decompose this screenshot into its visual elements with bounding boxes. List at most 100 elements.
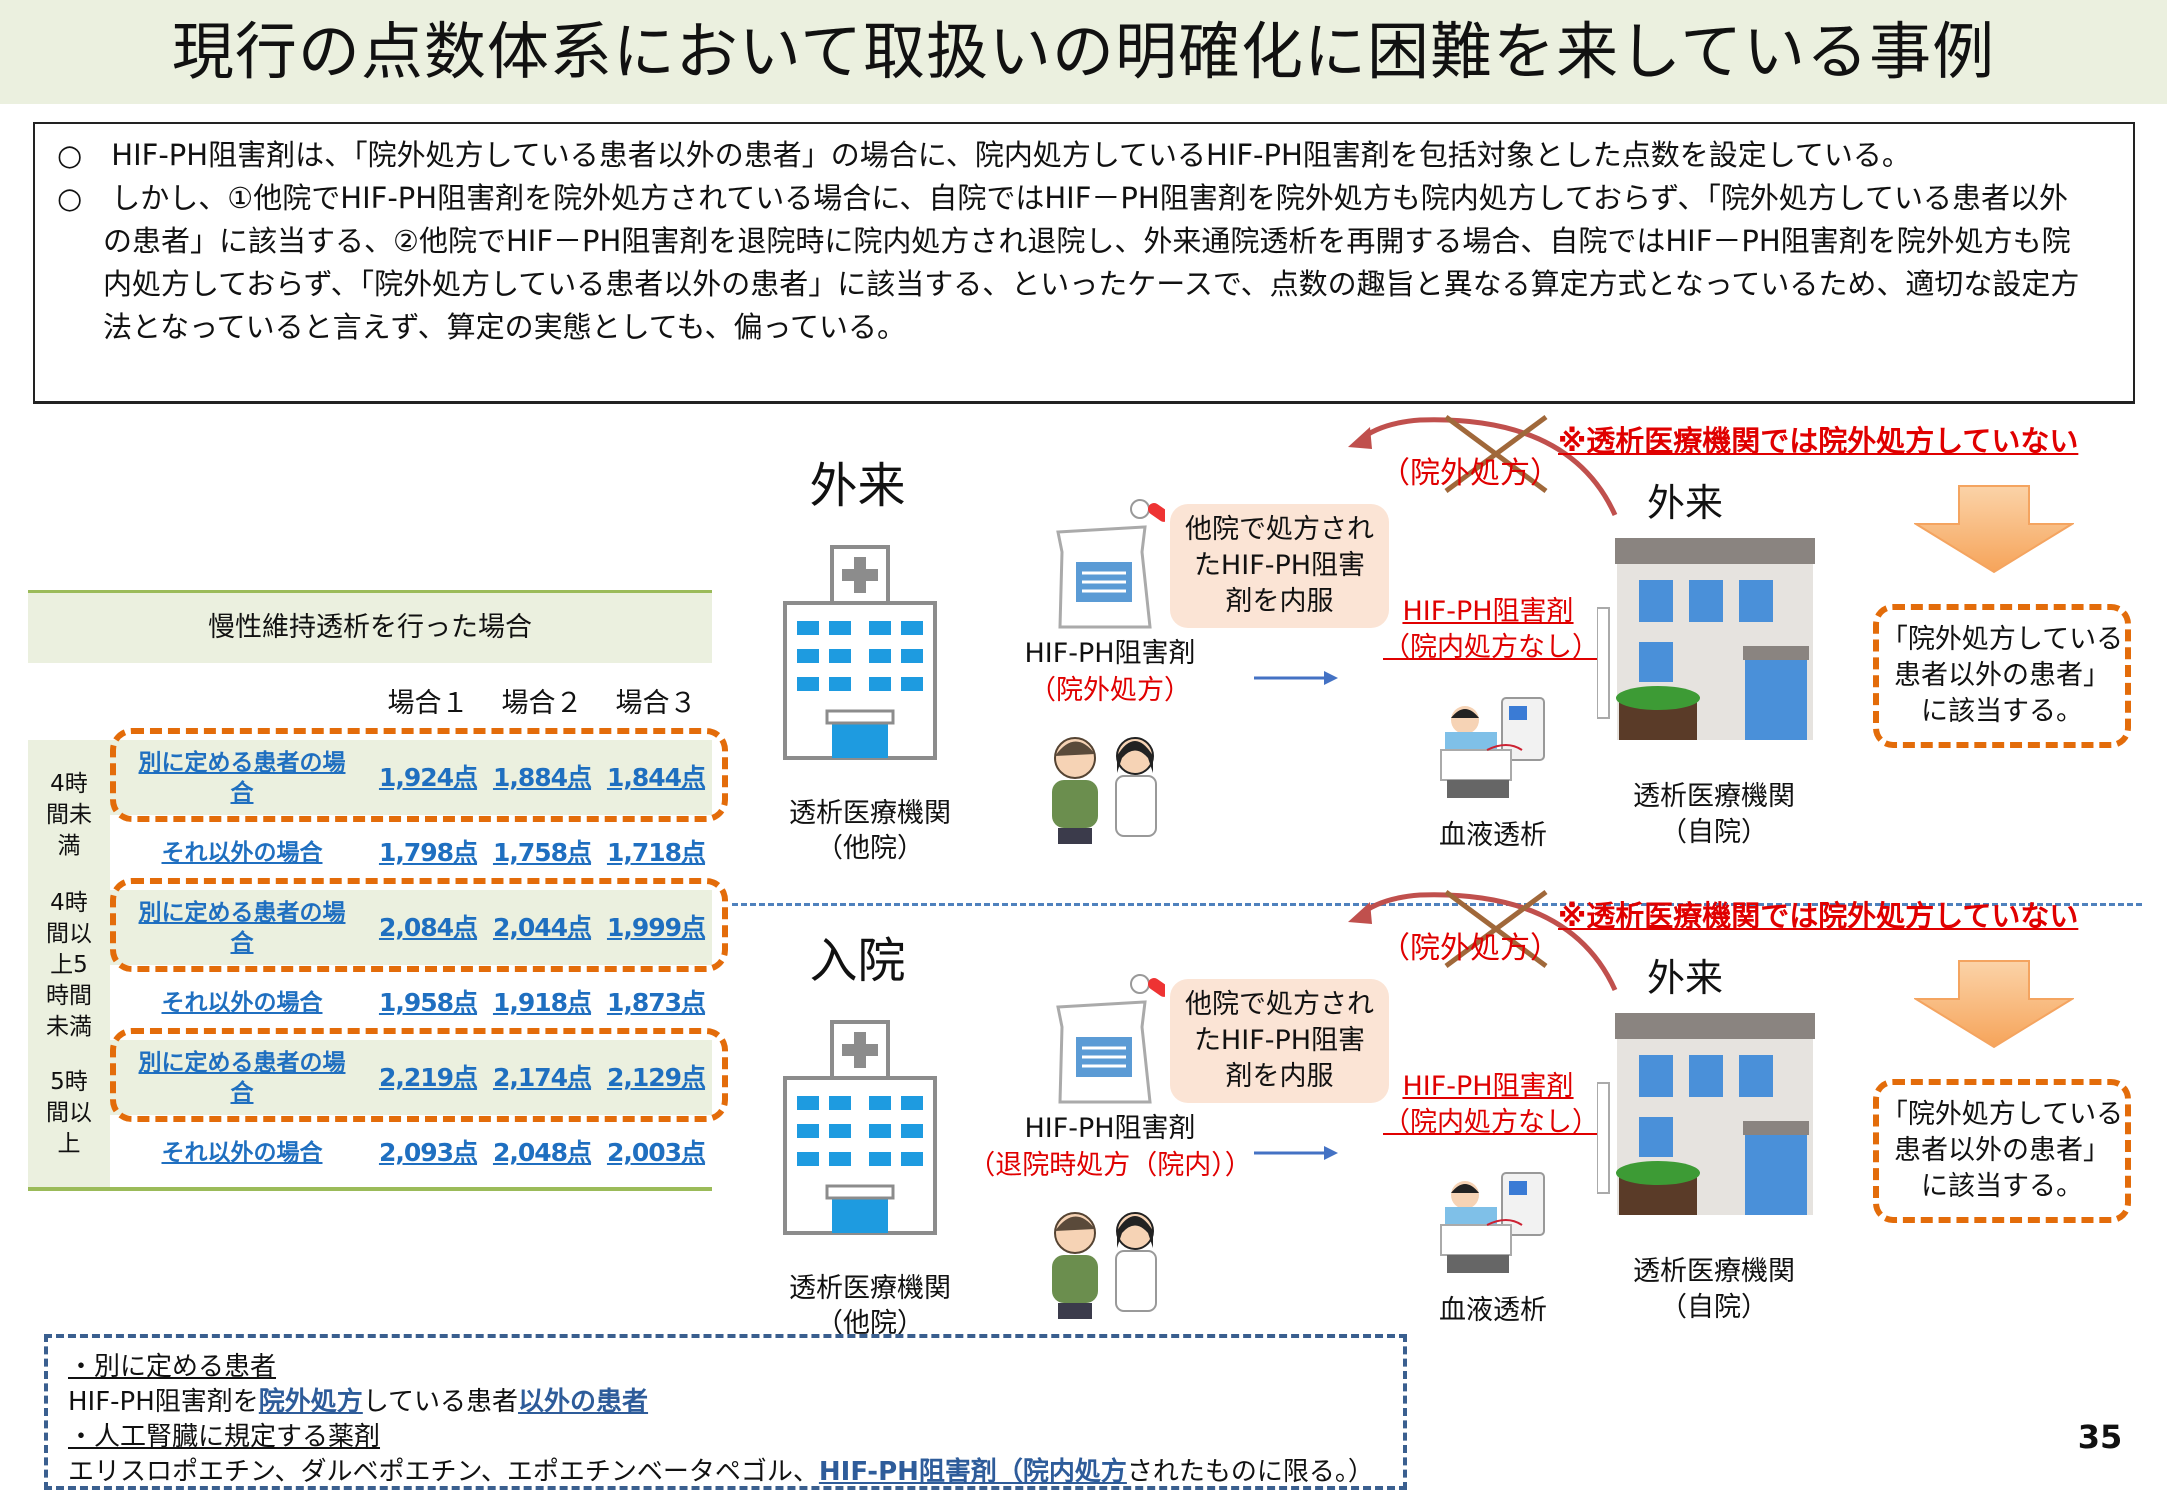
section-divider [732,903,2142,906]
title-band [0,0,2167,104]
result-line: 「院外処方している [1880,1099,2124,1130]
drug-note: （退院時処方（院内）） [968,1150,1252,1181]
value-link[interactable]: 1,718点 [606,838,706,867]
result-box: 「院外処方している 患者以外の患者」 に該当する。 [1873,604,2131,748]
hospital-icon [783,545,937,760]
row-label-link[interactable]: それ以外の場合 [161,1139,323,1166]
footnote-text: エリスロポエチン、ダルベポエチン、エポエチンベータペゴル、 [68,1457,819,1487]
value-link[interactable]: 1,844点 [606,763,706,792]
table-row: 別に定める患者の場合 2,084点 2,044点 1,999点 [110,890,712,965]
dialysis-icon [1440,697,1545,798]
group-label: 4時間未満 [28,740,110,890]
page-number: 35 [2077,1418,2123,1456]
other-hospital-sub: （他院） [816,833,924,864]
footnote-link[interactable]: 以外の患者 [518,1387,649,1417]
dialysis-icon [1440,1172,1545,1273]
row-label-link[interactable]: 別に定める患者の場合 [138,899,346,956]
other-hospital-sub: （他院） [816,1308,924,1339]
value-link[interactable]: 2,174点 [492,1063,592,1092]
footnote-link[interactable]: HIF-PH阻害剤（院内処方 [818,1457,1127,1487]
result-line: 患者以外の患者」 [1894,660,2110,691]
doctor-patient-icon [1052,737,1157,844]
speech-bubble: 他院で処方され たHIF-PH阻害 剤を内服 [1170,979,1389,1103]
footnote-text: HIF-PH阻害剤を [68,1387,259,1417]
self-section-heading: 外来 [1646,956,1723,1000]
self-drug-note: （院内処方なし） [1383,1107,1599,1138]
value-link[interactable]: 1,884点 [492,763,592,792]
medicine-bag-icon [1056,499,1165,629]
warning-text: ※透析医療機関では院外処方していない [1558,424,2079,458]
page-title: 現行の点数体系において取扱いの明確化に困難を来している事例 [171,15,1996,88]
result-box: 「院外処方している 患者以外の患者」 に該当する。 [1873,1079,2131,1223]
value-link[interactable]: 2,093点 [378,1138,478,1167]
crossed-prescription-label: （院外処方） [1380,931,1560,966]
curved-arrow-crossed [1348,889,1618,992]
dialysis-label: 血液透析 [1439,820,1547,851]
doctor-patient-icon [1052,1212,1157,1319]
result-line: に該当する。 [1921,1171,2083,1202]
self-drug-note: （院内処方なし） [1383,632,1599,663]
table-header: 慢性維持透析を行った場合 [28,590,712,663]
section-heading: 入院 [809,933,906,989]
value-link[interactable]: 2,084点 [378,913,478,942]
clinic-building-icon [1597,1013,1815,1215]
group-label-text: 4時間未満 [46,770,92,859]
bubble-line: 剤を内服 [1225,586,1334,617]
column-header: 場合２ [501,688,583,719]
medicine-bag-icon [1056,974,1165,1104]
value-link[interactable]: 1,924点 [378,763,478,792]
dialysis-label: 血液透析 [1439,1295,1547,1326]
arrow-down-icon [1914,960,2074,1049]
result-line: 患者以外の患者」 [1894,1135,2110,1166]
value-link[interactable]: 2,048点 [492,1138,592,1167]
other-hospital-label: 透析医療機関 [789,798,951,829]
footnote-heading: ・人工腎臓に規定する薬剤 [68,1422,381,1452]
table-row: それ以外の場合 1,798点 1,758点 1,718点 [110,815,712,890]
curved-arrow-crossed [1348,414,1618,517]
row-label-link[interactable]: 別に定める患者の場合 [138,1049,346,1106]
intro-paragraph: ○ HIF-PH阻害剤は、「院外処方している患者以外の患者」の場合に、院内処方し… [57,138,1911,172]
hospital-icon [783,1020,937,1235]
table-row: 別に定める患者の場合 1,924点 1,884点 1,844点 [110,740,712,815]
row-label-link[interactable]: それ以外の場合 [161,839,323,866]
footnote-text: している患者 [362,1387,519,1417]
value-link[interactable]: 2,003点 [606,1138,706,1167]
bubble-line: たHIF-PH阻害 [1193,550,1366,581]
arrow-right-icon [1254,1146,1338,1160]
table-row: 別に定める患者の場合 2,219点 2,174点 2,129点 [110,1040,712,1115]
table-bottom-rule [28,1187,712,1191]
row-label-link[interactable]: それ以外の場合 [161,989,323,1016]
footnote-link[interactable]: 院外処方 [258,1387,363,1417]
value-link[interactable]: 1,918点 [492,988,592,1017]
intro-paragraph: ○ しかし、①他院でHIF-PH阻害剤を院外処方されている場合に、自院ではHIF… [57,181,2080,344]
group-label: 4時間以上5時間未満 [28,890,110,1040]
value-link[interactable]: 2,129点 [606,1063,706,1092]
value-link[interactable]: 1,873点 [606,988,706,1017]
bubble-line: たHIF-PH阻害 [1193,1025,1366,1056]
result-line: 「院外処方している [1880,624,2124,655]
value-link[interactable]: 1,798点 [378,838,478,867]
value-link[interactable]: 2,044点 [492,913,592,942]
clinic-building-icon [1597,538,1815,740]
other-hospital-label: 透析医療機関 [789,1273,951,1304]
crossed-prescription-label: （院外処方） [1380,456,1560,491]
value-link[interactable]: 2,219点 [378,1063,478,1092]
table-row: それ以外の場合 1,958点 1,918点 1,873点 [110,965,712,1040]
bubble-line: 他院で処方され [1185,989,1374,1020]
group-label: 5時間以上 [28,1040,110,1187]
value-link[interactable]: 1,758点 [492,838,592,867]
footnote-box: ・別に定める患者 HIF-PH阻害剤を院外処方している患者以外の患者 ・人工腎臓… [44,1334,1407,1490]
value-link[interactable]: 1,958点 [378,988,478,1017]
section-heading: 外来 [809,458,906,514]
drug-note: （院外処方） [1029,675,1191,706]
footnote-heading: ・別に定める患者 [68,1352,277,1382]
result-line: に該当する。 [1921,696,2083,727]
warning-text: ※透析医療機関では院外処方していない [1558,899,2079,933]
value-link[interactable]: 1,999点 [606,913,706,942]
arrow-right-icon [1254,671,1338,685]
section-outpatient: 外来 透析医療機関 （他院） 他院で処方され たHIF-PH阻害 剤を内服 HI… [0,0,2167,864]
column-header: 場合１ [387,688,469,719]
row-label-link[interactable]: 別に定める患者の場合 [138,749,346,806]
highlight-frame [110,1028,728,1122]
bubble-line: 他院で処方され [1185,514,1374,545]
